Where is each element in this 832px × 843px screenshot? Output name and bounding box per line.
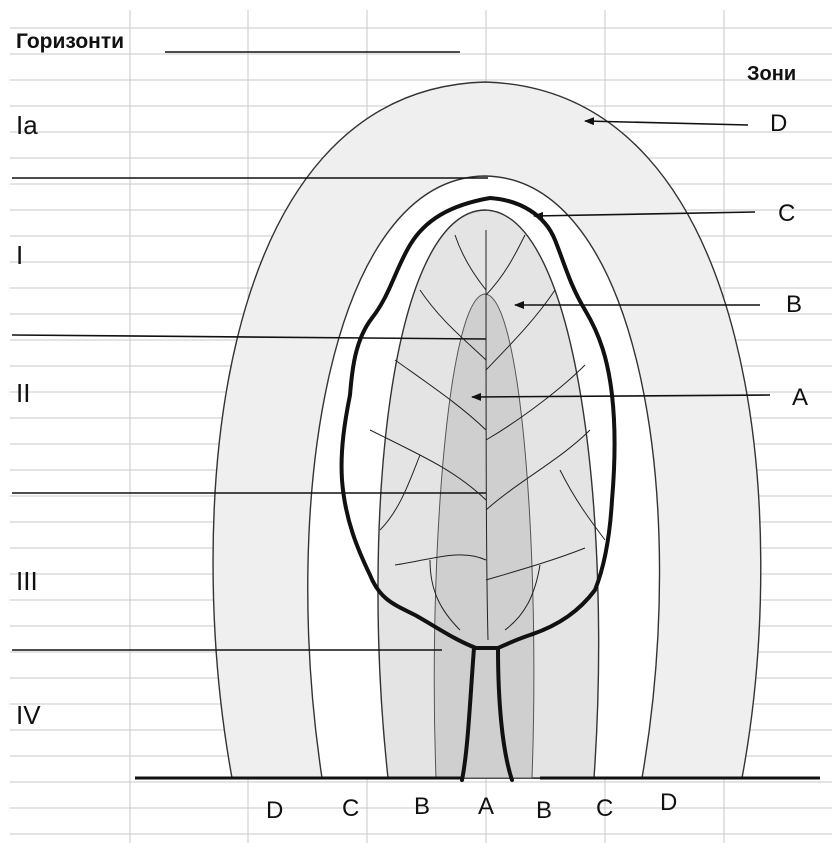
- horizon-label: ІІ: [16, 378, 30, 408]
- horizon-label: І: [16, 240, 23, 270]
- zone-label-right: D: [770, 110, 787, 137]
- horizon-label: ІІІ: [16, 566, 38, 596]
- zone-label-right: C: [778, 200, 795, 227]
- zone-label-right: A: [792, 384, 808, 411]
- zone-label-bottom: D: [660, 789, 677, 816]
- diagram-title: Горизонти: [16, 30, 124, 53]
- zone-label-bottom: A: [478, 793, 494, 820]
- zone-label-bottom: B: [536, 797, 552, 824]
- zone-label-bottom: C: [342, 795, 359, 822]
- horizon-label: ІV: [16, 700, 41, 730]
- horizon-label: Іа: [16, 110, 38, 140]
- zone-label-bottom: D: [266, 797, 283, 824]
- zone-label-bottom: B: [414, 793, 430, 820]
- zones: [213, 82, 761, 778]
- zones-title: Зони: [747, 63, 796, 85]
- zone-label-right: B: [786, 291, 802, 318]
- zone-label-bottom: C: [596, 795, 613, 822]
